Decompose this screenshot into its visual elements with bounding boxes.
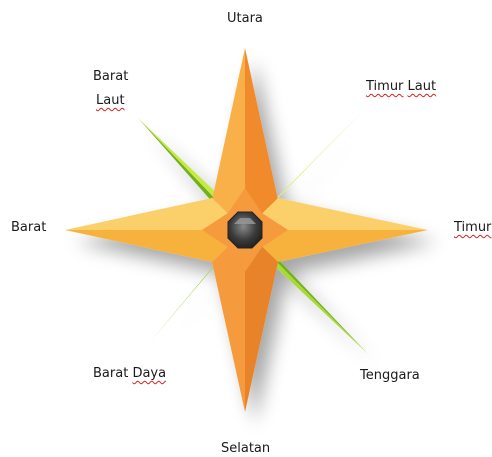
label-southwest-word1: Barat bbox=[93, 366, 128, 381]
label-northeast-word1: Timur bbox=[366, 79, 403, 94]
center-hub bbox=[228, 212, 262, 248]
label-east: Timur bbox=[454, 220, 491, 236]
label-northeast: Timur Laut bbox=[366, 79, 436, 95]
label-west: Barat bbox=[11, 220, 46, 236]
label-southwest: Barat Daya bbox=[93, 366, 166, 382]
label-northwest-line1: Barat bbox=[93, 69, 128, 85]
label-northwest-line2: Laut bbox=[96, 93, 125, 109]
label-south: Selatan bbox=[221, 441, 270, 457]
label-east-text: Timur bbox=[454, 220, 491, 235]
label-northwest-word2: Laut bbox=[96, 93, 125, 108]
label-southeast: Tenggara bbox=[360, 368, 420, 384]
label-southwest-word2: Daya bbox=[132, 366, 166, 381]
label-north: Utara bbox=[227, 11, 263, 27]
label-northeast-word2: Laut bbox=[408, 79, 437, 94]
